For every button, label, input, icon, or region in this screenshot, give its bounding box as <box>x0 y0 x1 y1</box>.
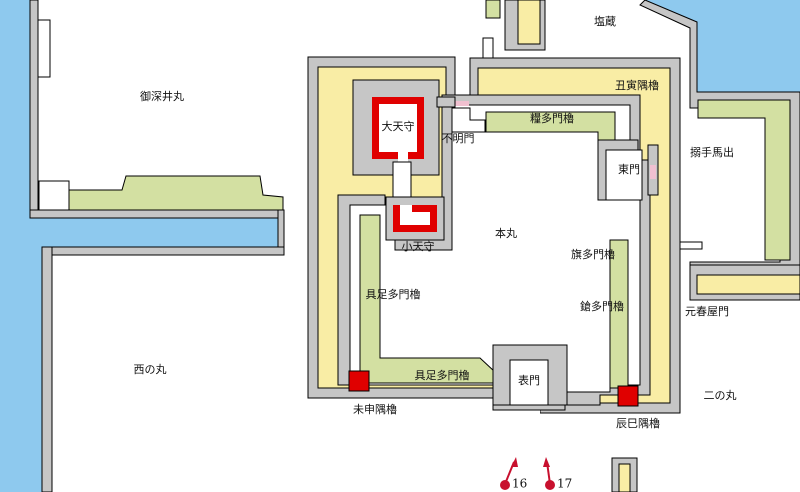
label-ushitora-sumi-yagura: 丑寅隅櫓 <box>615 78 659 92</box>
label-ni-no-maru: 二の丸 <box>704 389 737 402</box>
hitsujisaru-turret <box>348 370 370 392</box>
label-karamete-umadashi: 搦手馬出 <box>690 145 734 159</box>
shiogura-structures <box>482 0 546 59</box>
marker-number: 16 <box>512 477 527 491</box>
viewpoint-marker-17[interactable]: 17 <box>543 457 572 491</box>
label-tatsumi-sumi-yagura: 辰巳隅櫓 <box>616 416 660 430</box>
label-hitsujisaru-sumi-yagura: 未申隅櫓 <box>353 402 397 416</box>
label-dai-tenshu: 大天守 <box>382 119 415 133</box>
label-yari-tamon-yagura: 鎗多門櫓 <box>580 299 624 313</box>
dai-tenshu <box>352 79 456 176</box>
omote-mon-gate <box>492 344 568 406</box>
tamon-yagura-bands <box>359 111 629 389</box>
viewpoint-arrow-icon <box>543 457 555 490</box>
karamete-umadashi-walls <box>611 0 800 492</box>
viewpoint-arrow-icon <box>500 457 518 490</box>
marker-number: 17 <box>557 477 572 491</box>
label-gusoku-tamon-yagura-west: 具足多門櫓 <box>366 287 421 301</box>
connecting-corridor <box>392 161 412 201</box>
honmaru-inner-wall <box>337 94 659 411</box>
label-honmaru: 本丸 <box>495 226 517 240</box>
label-fumei-mon: 不明門 <box>442 132 475 145</box>
label-gusoku-tamon-yagura-south: 具足多門櫓 <box>415 368 470 382</box>
label-moto-tsukiya-mon: 元春屋門 <box>685 305 729 318</box>
label-omote-mon: 表門 <box>518 373 540 387</box>
ofukei-maru-walls <box>29 0 285 492</box>
label-nishi-no-maru: 西の丸 <box>134 363 167 376</box>
label-higashi-mon: 東門 <box>618 163 640 176</box>
label-hata-tamon-yagura: 旗多門櫓 <box>571 247 615 261</box>
tatsumi-turret <box>617 385 639 407</box>
label-shiogura: 塩蔵 <box>594 14 616 28</box>
sho-tenshu <box>385 196 445 241</box>
label-ofukei-maru: 御深井丸 <box>140 89 184 103</box>
label-sho-tenshu: 小天守 <box>402 239 435 253</box>
viewpoint-marker-16[interactable]: 16 <box>500 457 527 491</box>
label-kate-tamon-yagura: 糧多門櫓 <box>530 111 574 125</box>
